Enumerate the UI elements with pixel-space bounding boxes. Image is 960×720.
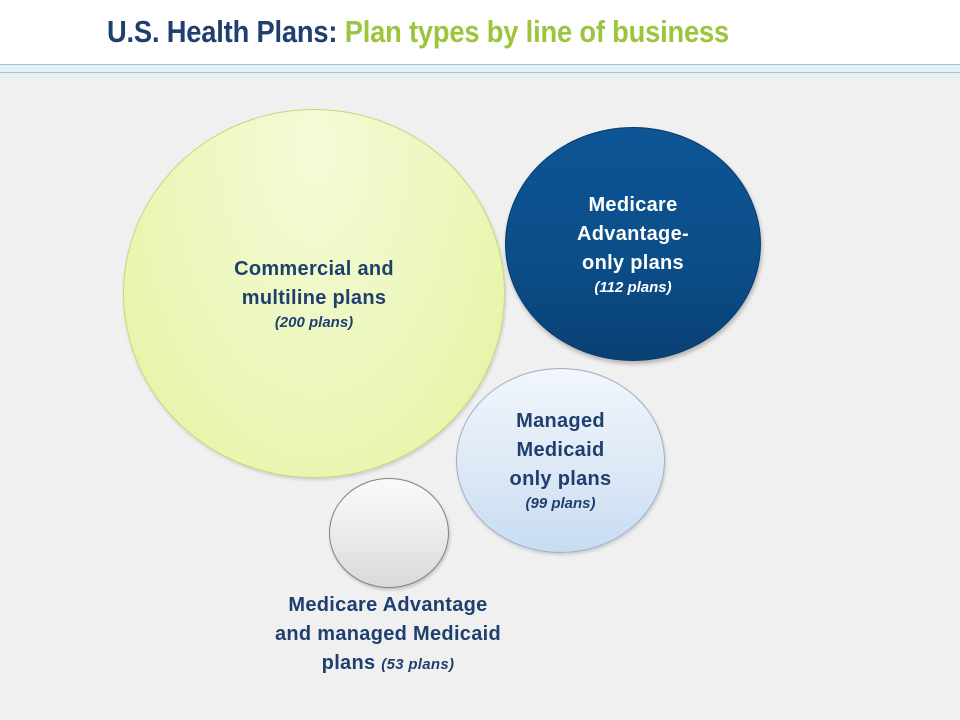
bubble-managed-medicaid-only: Managed Medicaid only plans (99 plans) bbox=[456, 368, 665, 553]
slide-title: U.S. Health Plans: Plan types by line of… bbox=[107, 14, 729, 50]
bubble-count: (112 plans) bbox=[594, 278, 672, 296]
bubble-label-line: Medicaid bbox=[516, 439, 605, 461]
divider-line bbox=[0, 64, 960, 65]
bubble-label-line: Managed bbox=[516, 410, 605, 432]
bubble-count: (99 plans) bbox=[525, 495, 596, 512]
bubble-label-line: multiline plans bbox=[241, 286, 387, 309]
bubble-commercial-multiline: Commercial and multiline plans (200 plan… bbox=[123, 109, 505, 478]
bubble-count: (200 plans) bbox=[274, 313, 354, 331]
bubble-label-line: plans (53 plans) bbox=[230, 649, 546, 678]
slide-header: U.S. Health Plans: Plan types by line of… bbox=[0, 0, 960, 64]
bubble-label-dual: Medicare Advantage and managed Medicaid … bbox=[230, 591, 546, 678]
bubble-label-line: and managed Medicaid bbox=[274, 623, 502, 645]
bubble-label-line: Advantage- bbox=[577, 222, 689, 245]
bubble-label-line: only plans bbox=[509, 468, 612, 490]
bubble-count: (53 plans) bbox=[381, 656, 455, 673]
bubble-medicare-advantage-only: Medicare Advantage- only plans (112 plan… bbox=[505, 127, 761, 361]
title-subtitle: Plan types by line of business bbox=[344, 14, 730, 49]
divider-line bbox=[0, 72, 960, 73]
bubble-label-text: plans bbox=[321, 652, 376, 674]
title-main: U.S. Health Plans: bbox=[107, 14, 338, 49]
bubble-label-line: only plans bbox=[582, 251, 684, 274]
bubble-label-line: Medicare bbox=[588, 193, 678, 216]
bubble-label-line: Medicare Advantage bbox=[288, 594, 488, 616]
bubble-label-line: Commercial and bbox=[234, 257, 394, 280]
bubble-medicare-advantage-and-medicaid bbox=[329, 478, 449, 588]
divider-line bbox=[0, 77, 960, 78]
header-divider-band bbox=[0, 64, 960, 78]
